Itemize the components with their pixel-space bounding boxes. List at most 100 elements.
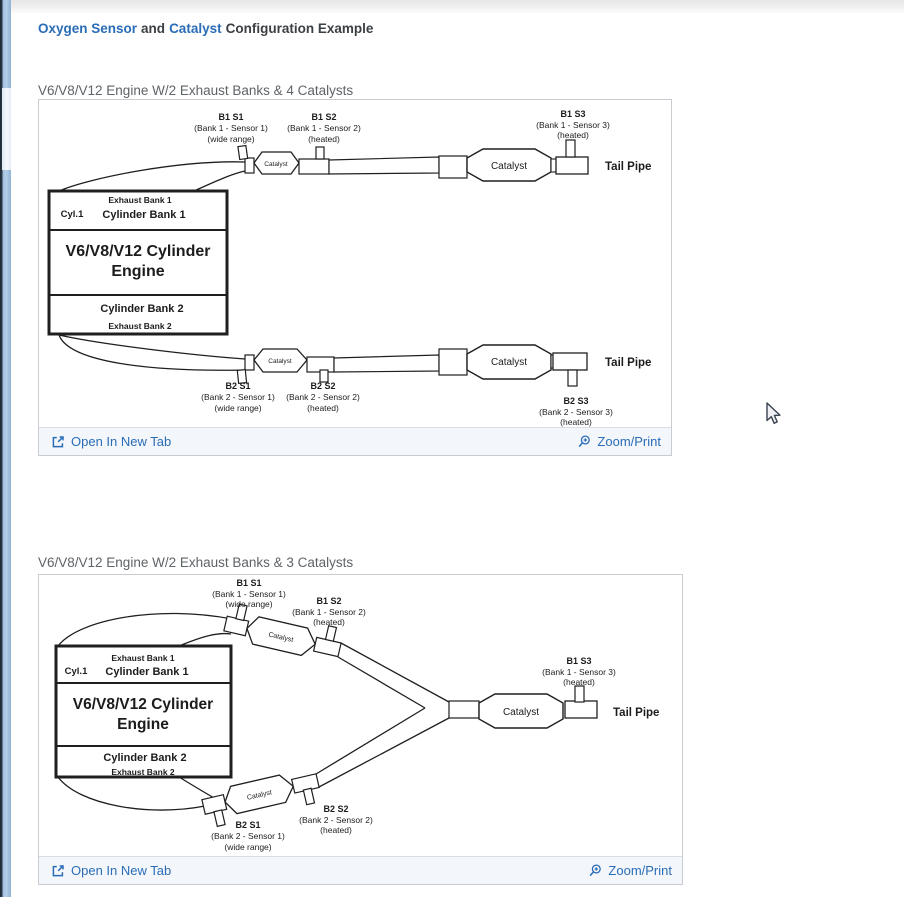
svg-text:(Bank 1 - Sensor 1): (Bank 1 - Sensor 1)	[194, 123, 268, 133]
svg-text:B1 S3: B1 S3	[560, 109, 585, 119]
sensor-label-b1s1: B1 S1 (Bank 1 - Sensor 1) (wide range)	[194, 112, 268, 144]
catalyst-large-label: Catalyst	[503, 707, 539, 718]
svg-text:(Bank 2 - Sensor 2): (Bank 2 - Sensor 2)	[299, 815, 373, 825]
title-conjunction: and	[141, 21, 166, 36]
left-scrollbar[interactable]	[0, 0, 11, 897]
sensor-stub-b2s3	[567, 369, 578, 387]
zoom-in-icon	[590, 863, 602, 876]
catalyst-small-bank2-label: Catalyst	[268, 358, 292, 365]
diagram-3-catalysts: Exhaust Bank 1 Cyl.1 Cylinder Bank 1 V6/…	[39, 575, 682, 856]
sensor-label-b2s2: B2 S2 (Bank 2 - Sensor 2) (heated)	[286, 381, 360, 413]
engine-block: Exhaust Bank 1 Cyl.1 Cylinder Bank 1 V6/…	[54, 644, 233, 779]
sensor-stub-b2s1	[236, 368, 248, 385]
catalyst-large-bank2	[466, 344, 552, 380]
svg-text:B1 S1: B1 S1	[236, 578, 261, 588]
engine-name-line1: V6/V8/V12 Cylinder	[66, 243, 211, 260]
svg-text:B1 S1: B1 S1	[218, 112, 243, 122]
oxygen-sensor-link[interactable]: Oxygen Sensor	[38, 21, 138, 36]
bank2-piping: Catalyst	[57, 707, 450, 828]
open-in-new-tab-icon	[52, 435, 64, 447]
svg-text:(Bank 2 - Sensor 1): (Bank 2 - Sensor 1)	[211, 831, 285, 841]
zoom-print-link[interactable]: Zoom/Print	[577, 434, 661, 449]
svg-text:(Bank 1 - Sensor 2): (Bank 1 - Sensor 2)	[287, 123, 361, 133]
tail-pipe	[564, 700, 598, 719]
catalyst-large-bank2-label: Catalyst	[491, 357, 527, 368]
figure1-panel: Exhaust Bank 1 Cyl.1 Cylinder Bank 1 V6/…	[38, 99, 672, 456]
svg-text:(wide range): (wide range)	[214, 403, 261, 413]
figure1-footer: Open In New Tab Zoom/Print	[39, 427, 671, 455]
open-in-new-tab-link[interactable]: Open In New Tab	[51, 863, 171, 878]
cylinder-bank1-label: Cylinder Bank 1	[105, 666, 188, 678]
svg-text:(heated): (heated)	[308, 134, 340, 144]
figure2-footer: Open In New Tab Zoom/Print	[39, 856, 682, 884]
svg-text:B2 S1: B2 S1	[225, 381, 250, 391]
title-suffix: Configuration Example	[225, 21, 374, 36]
sensor-stub-b2s2	[302, 787, 316, 806]
sensor-label-b2s2: B2 S2 (Bank 2 - Sensor 2) (heated)	[299, 804, 373, 835]
sensor-label-b1s3: B1 S3 (Bank 1 - Sensor 3) (heated)	[542, 656, 616, 687]
open-in-new-tab-link[interactable]: Open In New Tab	[51, 434, 171, 449]
svg-text:(Bank 1 - Sensor 3): (Bank 1 - Sensor 3)	[536, 120, 610, 130]
zoom-print-link[interactable]: Zoom/Print	[588, 863, 672, 878]
svg-text:(heated): (heated)	[313, 617, 345, 627]
engine-block: Exhaust Bank 1 Cyl.1 Cylinder Bank 1 V6/…	[47, 189, 229, 336]
engine-name-line2: Engine	[117, 716, 169, 733]
figure2-heading: V6/V8/V12 Engine W/2 Exhaust Banks & 3 C…	[38, 555, 354, 570]
sensor-stub-b1s3	[565, 139, 576, 158]
figure1-heading: V6/V8/V12 Engine W/2 Exhaust Banks & 4 C…	[38, 83, 354, 98]
svg-text:B2 S2: B2 S2	[310, 381, 335, 391]
engine-name-line2: Engine	[111, 263, 164, 280]
cylinder-bank1-label: Cylinder Bank 1	[102, 209, 185, 221]
tail-pipe-bank1	[555, 156, 589, 175]
sensor-label-b2s3: B2 S3 (Bank 2 - Sensor 3) (heated)	[539, 396, 613, 427]
sensor-stub-b1s1	[237, 144, 249, 161]
top-window-edge	[11, 0, 904, 13]
catalyst-link[interactable]: Catalyst	[169, 21, 222, 36]
sensor-label-b2s1: B2 S1 (Bank 2 - Sensor 1) (wide range)	[211, 820, 285, 852]
svg-text:(wide range): (wide range)	[207, 134, 254, 144]
open-in-new-tab-icon	[52, 864, 64, 876]
sensor-stub-b1s1	[235, 603, 248, 622]
svg-text:B1 S3: B1 S3	[566, 656, 591, 666]
sensor-label-b2s1: B2 S1 (Bank 2 - Sensor 1) (wide range)	[201, 381, 275, 413]
tail-pipe-label-bank1: Tail Pipe	[605, 161, 651, 173]
svg-text:(Bank 1 - Sensor 3): (Bank 1 - Sensor 3)	[542, 667, 616, 677]
sensor-stub-b1s2	[315, 146, 325, 160]
svg-text:(Bank 1 - Sensor 1): (Bank 1 - Sensor 1)	[212, 589, 286, 599]
catalyst-large-bank1-label: Catalyst	[491, 161, 527, 172]
sensor-stub-b2s2	[319, 369, 329, 383]
exhaust-bank2-label: Exhaust Bank 2	[111, 767, 175, 777]
engine-name-line1: V6/V8/V12 Cylinder	[73, 696, 213, 713]
exhaust-bank2-label: Exhaust Bank 2	[108, 321, 172, 331]
svg-text:(Bank 2 - Sensor 1): (Bank 2 - Sensor 1)	[201, 392, 275, 402]
bank1-piping: Catalyst	[57, 603, 450, 709]
left-scrollbar-track[interactable]	[2, 88, 11, 170]
svg-text:(heated): (heated)	[560, 417, 592, 427]
svg-text:(heated): (heated)	[563, 677, 595, 687]
svg-text:B1 S2: B1 S2	[311, 112, 336, 122]
cylinder-bank2-label: Cylinder Bank 2	[100, 303, 183, 315]
svg-text:(heated): (heated)	[320, 825, 352, 835]
tail-pipe-bank2	[552, 352, 588, 371]
svg-text:(wide range): (wide range)	[225, 599, 272, 609]
cylinder-bank2-label: Cylinder Bank 2	[103, 752, 186, 764]
svg-text:B2 S3: B2 S3	[563, 396, 588, 406]
sensor-label-b1s2: B1 S2 (Bank 1 - Sensor 2) (heated)	[292, 596, 366, 627]
svg-text:B2 S2: B2 S2	[323, 804, 348, 814]
svg-text:(wide range): (wide range)	[224, 842, 271, 852]
merged-outlet: Catalyst Tail Pipe	[448, 685, 659, 729]
sensor-label-b1s2: B1 S2 (Bank 1 - Sensor 2) (heated)	[287, 112, 361, 144]
tail-pipe-label-bank2: Tail Pipe	[605, 357, 651, 369]
svg-text:B1 S2: B1 S2	[316, 596, 341, 606]
svg-text:(Bank 2 - Sensor 2): (Bank 2 - Sensor 2)	[286, 392, 360, 402]
catalyst-large	[478, 693, 564, 729]
sensor-stub-b1s2	[324, 625, 338, 642]
svg-text:(Bank 2 - Sensor 3): (Bank 2 - Sensor 3)	[539, 407, 613, 417]
sensor-stub-b1s3	[574, 685, 585, 703]
bank2-piping: Catalyst Catalyst Tail Pipe	[58, 334, 651, 387]
svg-text:(heated): (heated)	[307, 403, 339, 413]
bank1-piping: Catalyst Catalyst Tail Pipe	[58, 139, 651, 192]
sensor-label-b1s1: B1 S1 (Bank 1 - Sensor 1) (wide range)	[212, 578, 286, 609]
tail-pipe-label: Tail Pipe	[613, 707, 659, 719]
